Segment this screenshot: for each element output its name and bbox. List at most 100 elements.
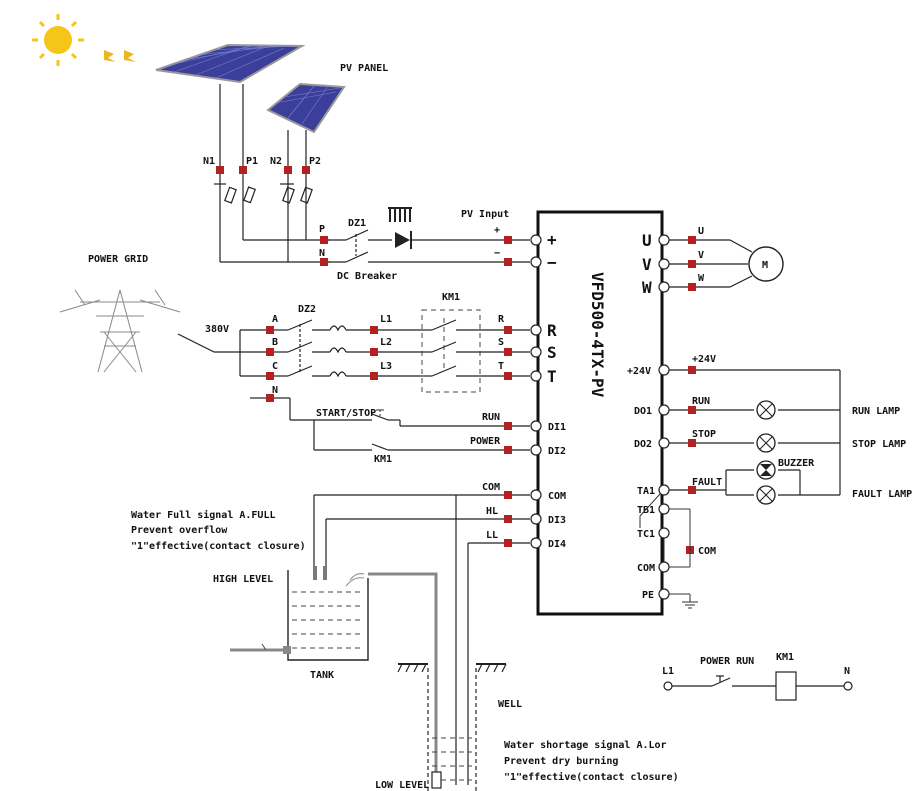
- water-full-note-1: Water Full signal A.FULL: [131, 509, 276, 521]
- vfd-di2-label: DI2: [548, 446, 566, 457]
- coil-power-run-label: POWER RUN: [700, 656, 754, 667]
- vfd-r-label: R: [547, 321, 557, 340]
- l2-label: L2: [380, 337, 392, 348]
- phase-a-label: A: [272, 314, 278, 325]
- fault-lamp-label: FAULT LAMP: [852, 489, 912, 500]
- grid-supply-lines: [177, 329, 266, 399]
- vfd-v-label: V: [642, 255, 652, 274]
- out-run-label: RUN: [692, 396, 710, 407]
- out-com-label: COM: [698, 546, 716, 557]
- l1-label: L1: [380, 314, 392, 325]
- vfd-di4-label: DI4: [548, 539, 566, 550]
- vfd-t-label: T: [547, 367, 557, 386]
- vfd-com-right-label: COM: [637, 563, 655, 574]
- pump-pipe: [345, 572, 438, 785]
- power-grid-label: POWER GRID: [88, 254, 148, 265]
- water-short-note-1: Water shortage signal A.Lor: [504, 739, 667, 751]
- water-short-note-2: Prevent dry burning: [504, 755, 618, 767]
- l3-label: L3: [380, 361, 392, 372]
- motor-m-label: M: [762, 260, 768, 271]
- start-stop-label: START/STOP: [316, 408, 376, 419]
- com-bridge: [669, 508, 691, 568]
- pv-input-label: PV Input: [461, 209, 509, 220]
- pv-n-label: N: [319, 248, 325, 259]
- sun-ray-arrows-icon: [104, 50, 136, 62]
- coil-l1-label: L1: [662, 666, 674, 677]
- vfd-left-terminals: [530, 234, 542, 549]
- high-level-label: HIGH LEVEL: [213, 574, 273, 585]
- control-wiring: [289, 398, 530, 785]
- dc-breaker-icon: [328, 229, 530, 263]
- buzzer-icon: [756, 460, 776, 480]
- vfd-plus-label: +: [547, 230, 557, 249]
- transmission-tower-icon: [59, 289, 181, 373]
- control-run-label: RUN: [482, 412, 500, 423]
- vfd-model-label: VFD500-4TX-PV: [588, 272, 607, 398]
- tank-label: TANK: [310, 670, 334, 681]
- vfd-do1-label: DO1: [634, 406, 652, 417]
- control-ll-label: LL: [486, 530, 498, 541]
- pv-input-minus-label: −: [494, 248, 500, 259]
- vfd-di3-label: DI3: [548, 515, 566, 526]
- tank-icon: [230, 566, 369, 661]
- pv-p-label: P: [319, 224, 325, 235]
- sun-icon: [32, 14, 84, 66]
- motor-v-label: V: [698, 250, 704, 261]
- pe-ground-icon: [669, 593, 698, 609]
- vfd-w-label: W: [642, 278, 652, 297]
- start-stop-switch-icon: [376, 409, 384, 418]
- vfd-minus-term-marker: [504, 258, 512, 266]
- vfd-u-label: U: [642, 231, 652, 250]
- phase-b-label: B: [272, 337, 278, 348]
- t-wire-label: T: [498, 361, 504, 372]
- l-terminals: [370, 326, 378, 380]
- vfd-do2-label: DO2: [634, 439, 652, 450]
- grid-phase-terminals: [266, 326, 274, 402]
- run-lamp-label: RUN LAMP: [852, 406, 900, 417]
- pv-p2-label: P2: [309, 156, 321, 167]
- vfd-tc1-label: TC1: [637, 529, 655, 540]
- out-24v-label: +24V: [692, 354, 716, 365]
- pv-n-terminal: [320, 258, 328, 266]
- s-wire-label: S: [498, 337, 504, 348]
- output-terminals: [686, 366, 696, 554]
- pv-p1-label: P1: [246, 156, 258, 167]
- km1-contactor-icon: [420, 309, 530, 393]
- motor-w-label: W: [698, 273, 705, 284]
- pv-panel-label: PV PANEL: [340, 63, 388, 74]
- dz2-breaker-icon: [274, 319, 420, 378]
- water-short-note-3: "1"effective(contact closure): [504, 771, 679, 783]
- control-terminals: [504, 422, 512, 547]
- control-power-label: POWER: [470, 436, 501, 447]
- pv-n2-label: N2: [270, 156, 282, 167]
- vfd-tb1-label: TB1: [637, 505, 655, 516]
- buzzer-label: BUZZER: [778, 458, 815, 469]
- pv-n1-label: N1: [203, 156, 215, 167]
- vfd-di1-label: DI1: [548, 422, 566, 433]
- control-com-label: COM: [482, 482, 500, 493]
- dz2-label: DZ2: [298, 304, 316, 315]
- vfd-24v-label: +24V: [627, 366, 651, 377]
- coil-km1-label: KM1: [776, 652, 794, 663]
- motor-wires: [669, 239, 753, 288]
- run-lamp-icon: [756, 400, 776, 420]
- water-full-note-3: "1"effective(contact closure): [131, 540, 306, 552]
- pv-fuses: [214, 166, 313, 204]
- water-full-note-2: Prevent overflow: [131, 525, 228, 536]
- dc-breaker-label: DC Breaker: [337, 271, 397, 282]
- heatsink-icon: [388, 207, 412, 222]
- phase-n-label: N: [272, 385, 278, 396]
- stop-lamp-icon: [756, 433, 776, 453]
- out-stop-label: STOP: [692, 429, 716, 440]
- grid-voltage-label: 380V: [205, 324, 229, 335]
- well-icon: [397, 663, 507, 791]
- r-wire-label: R: [498, 314, 505, 325]
- vfd-relay-links: [639, 493, 665, 562]
- dz1-label: DZ1: [348, 218, 366, 229]
- pv-panel-large-icon: [155, 43, 306, 84]
- control-km1-label: KM1: [374, 454, 392, 465]
- km1-coil-circuit: [663, 671, 853, 701]
- coil-n-label: N: [844, 666, 850, 677]
- motor-u-label: U: [698, 226, 704, 237]
